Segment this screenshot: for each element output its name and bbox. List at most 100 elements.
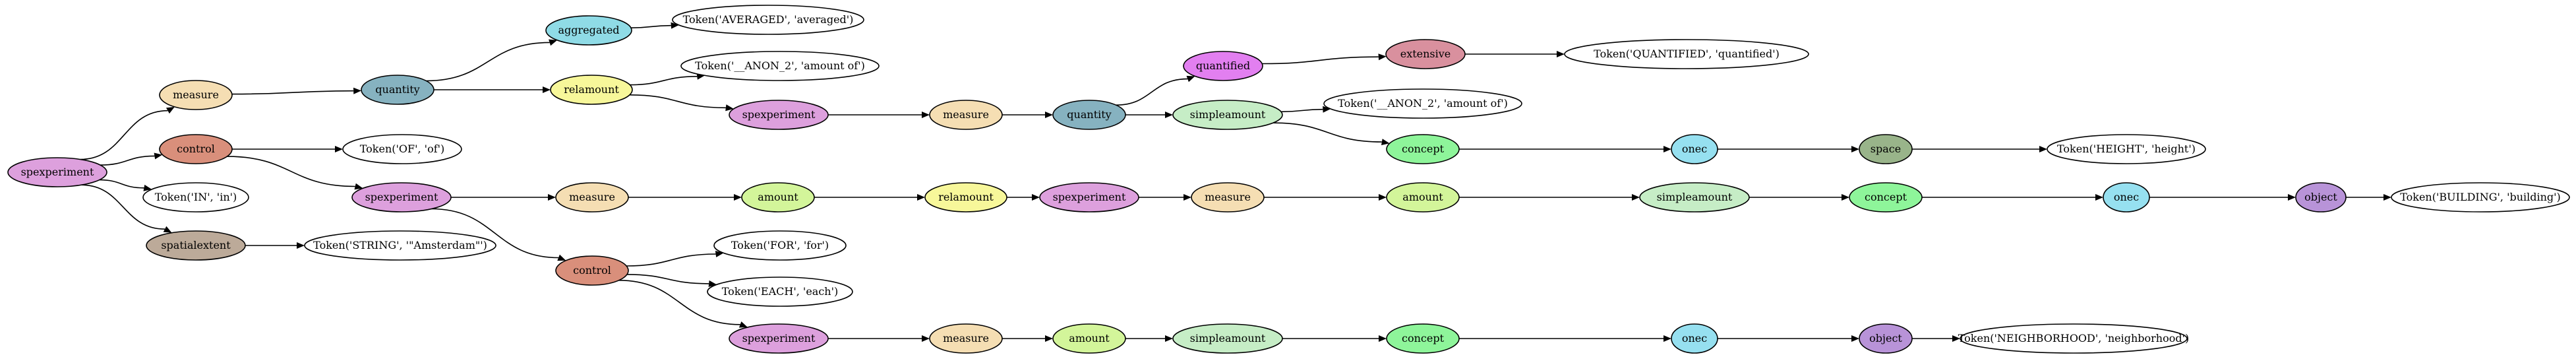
node-label: spexperiment xyxy=(1053,191,1126,203)
node-spexperiment: spexperiment xyxy=(1039,182,1139,212)
edge-n13-n14 xyxy=(1281,108,1323,113)
node-spexperiment: spexperiment xyxy=(7,157,107,187)
node-label: Token('__ANON_2', 'amount of') xyxy=(695,59,865,72)
node-object: object xyxy=(2295,182,2347,212)
node-token: Token('FOR', 'for') xyxy=(713,230,847,261)
node-quantity: quantity xyxy=(361,75,434,105)
node-token: Token('__ANON_2', 'amount of') xyxy=(1323,88,1522,119)
node-shape-onec xyxy=(1671,134,1718,164)
node-measure: measure xyxy=(159,80,233,110)
node-shape-simpleamount xyxy=(1172,100,1283,130)
arrowhead-n33-n36 xyxy=(738,321,748,328)
node-shape-spexperiment xyxy=(351,182,452,212)
node-shape-measure xyxy=(929,323,1003,354)
node-spatialextent: spatialextent xyxy=(146,230,246,261)
node-token: Token('STRING', '"Amsterdam"') xyxy=(304,230,496,261)
node-label: simpleamount xyxy=(1190,332,1266,344)
node-token: Token('AVERAGED', 'averaged') xyxy=(672,5,864,35)
node-label: amount xyxy=(1402,191,1443,203)
node-shape-token xyxy=(707,277,853,307)
arrowhead-n9-n10 xyxy=(1186,75,1195,82)
node-token: Token('NEIGHBORHOOD', 'neighborhood') xyxy=(1958,323,2189,354)
node-control: control xyxy=(555,255,629,286)
arrowhead-n0-n19 xyxy=(154,152,163,160)
node-shape-relamount xyxy=(550,75,633,105)
arrowhead-n19-n21 xyxy=(354,183,363,190)
node-label: extensive xyxy=(1400,48,1451,60)
arrowhead-n38-n39 xyxy=(1165,335,1173,342)
arrowhead-n40-n41 xyxy=(1663,335,1671,342)
node-label: Token('STRING', '"Amsterdam"') xyxy=(313,239,487,251)
arrowhead-n25-n26 xyxy=(1183,194,1191,201)
node-token: Token('HEIGHT', 'height') xyxy=(2047,134,2206,164)
node-label: spexperiment xyxy=(742,108,816,121)
node-shape-measure xyxy=(555,182,629,212)
node-label: onec xyxy=(1682,143,1707,155)
node-label: quantified xyxy=(1196,59,1250,72)
node-control: control xyxy=(159,134,233,164)
arrowhead-n8-n9 xyxy=(1045,112,1053,118)
node-concept: concept xyxy=(1386,323,1460,354)
node-label: object xyxy=(2304,191,2337,203)
node-label: concept xyxy=(1402,332,1445,344)
node-shape-token xyxy=(2391,182,2570,212)
node-shape-quantity xyxy=(361,75,434,105)
arrowhead-n2-n5 xyxy=(543,86,551,93)
edge-n33-n34 xyxy=(626,253,716,267)
node-shape-amount xyxy=(741,182,815,212)
arrowhead-n22-n23 xyxy=(734,194,742,201)
arrowhead-n26-n27 xyxy=(1379,194,1387,201)
arrowhead-n5-n7 xyxy=(725,104,734,112)
arrowhead-n0-n45 xyxy=(163,226,172,233)
node-label: concept xyxy=(1865,191,1907,203)
edge-n19-n21 xyxy=(227,156,355,187)
node-shape-concept xyxy=(1386,323,1460,354)
arrowhead-n7-n8 xyxy=(922,112,930,118)
node-aggregated: aggregated xyxy=(545,15,632,46)
node-shape-spexperiment xyxy=(1039,182,1139,212)
arrowhead-n0-n1 xyxy=(166,106,175,114)
arrowhead-n33-n35 xyxy=(708,280,717,287)
node-relamount: relamount xyxy=(550,75,633,105)
node-label: Token('FOR', 'for') xyxy=(731,239,829,251)
arrowhead-n42-n43 xyxy=(1952,335,1960,342)
node-label: amount xyxy=(758,191,798,203)
node-label: spexperiment xyxy=(21,166,94,178)
node-shape-token xyxy=(1960,323,2188,354)
node-label: amount xyxy=(1069,332,1110,344)
node-shape-onec xyxy=(2103,182,2150,212)
node-label: quantity xyxy=(375,83,419,96)
node-label: space xyxy=(1871,143,1901,155)
edge-n13-n15 xyxy=(1273,122,1382,143)
arrowhead-n13-n15 xyxy=(1381,139,1390,145)
node-label: relamount xyxy=(938,191,994,203)
node-shape-extensive xyxy=(1385,39,1466,69)
arrowhead-n24-n25 xyxy=(1032,194,1040,201)
edge-n9-n10 xyxy=(1116,78,1188,106)
node-amount: amount xyxy=(1052,323,1126,354)
arrowhead-n15-n16 xyxy=(1663,146,1671,152)
node-label: onec xyxy=(1682,332,1707,344)
arrowhead-n30-n31 xyxy=(2288,194,2296,201)
node-space: space xyxy=(1859,134,1913,164)
node-shape-control xyxy=(159,134,233,164)
node-label: measure xyxy=(943,108,989,121)
node-shape-amount xyxy=(1386,182,1460,212)
node-shape-spexperiment xyxy=(729,323,829,354)
node-measure: measure xyxy=(1191,182,1265,212)
node-label: spatialextent xyxy=(161,239,231,251)
node-relamount: relamount xyxy=(924,182,1007,212)
node-token: Token('IN', 'in') xyxy=(142,182,249,212)
node-onec: onec xyxy=(1671,134,1718,164)
node-quantity: quantity xyxy=(1052,100,1126,130)
arrowhead-n45-n46 xyxy=(297,242,305,249)
node-shape-simpleamount xyxy=(1639,182,1750,212)
node-label: Token('BUILDING', 'building') xyxy=(2400,191,2561,203)
node-label: onec xyxy=(2114,191,2139,203)
node-shape-amount xyxy=(1052,323,1126,354)
arrowhead-n13-n14 xyxy=(1323,106,1331,113)
arrowhead-n2-n3 xyxy=(549,39,558,46)
node-shape-relamount xyxy=(924,182,1007,212)
edge-n33-n36 xyxy=(618,280,740,325)
arrowhead-n23-n24 xyxy=(917,194,925,201)
